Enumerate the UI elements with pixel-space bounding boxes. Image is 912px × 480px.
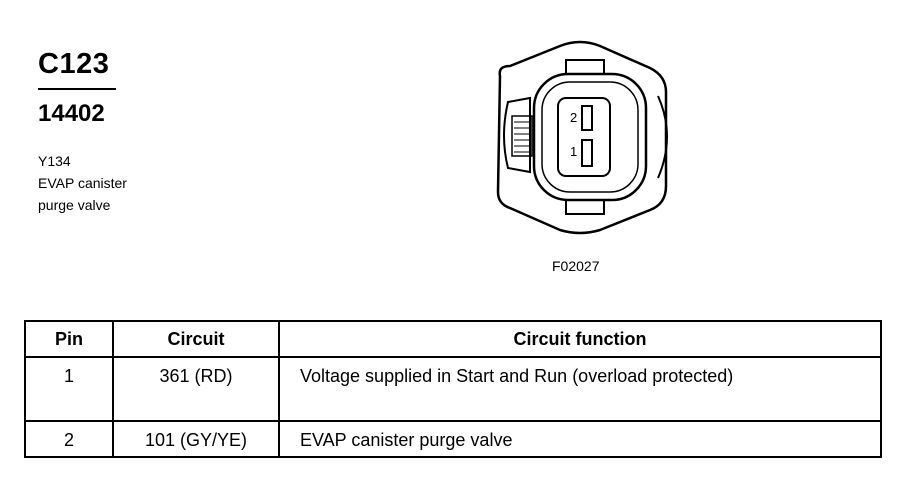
pin-1-label: 1 (570, 144, 577, 159)
description-line-1: Y134 (38, 153, 71, 169)
header-circuit: Circuit (112, 320, 280, 358)
cell-pin: 2 (24, 420, 114, 458)
housing-ridge (657, 95, 668, 179)
latch-tab (511, 115, 533, 157)
pin-2-terminal (581, 105, 593, 131)
figure-code: F02027 (552, 258, 600, 274)
header-circuit-function: Circuit function (278, 320, 882, 358)
description-line-3: purge valve (38, 197, 111, 213)
connector-face-diagram: 2 1 (496, 40, 668, 235)
housing-outline (496, 40, 668, 235)
connector-id-underline (38, 88, 116, 90)
part-number: 14402 (38, 100, 105, 127)
connector-id: C123 (38, 48, 110, 80)
cell-circuit: 101 (GY/YE) (112, 420, 280, 458)
header-pin: Pin (24, 320, 114, 358)
description-line-2: EVAP canister (38, 175, 127, 191)
inner-shroud (532, 72, 648, 202)
inner-shroud-lip (541, 81, 639, 193)
pin-1-terminal (581, 139, 593, 167)
table-row: 2 101 (GY/YE) EVAP canister purge valve (24, 420, 882, 458)
pin-2-label: 2 (570, 110, 577, 125)
cell-function: EVAP canister purge valve (278, 420, 882, 458)
cell-function: Voltage supplied in Start and Run (overl… (278, 356, 882, 422)
table-header-row: Pin Circuit Circuit function (24, 320, 882, 358)
pin-table: Pin Circuit Circuit function 1 361 (RD) … (24, 320, 882, 458)
cell-pin: 1 (24, 356, 114, 422)
cell-circuit: 361 (RD) (112, 356, 280, 422)
bottom-key (565, 200, 605, 215)
table-row: 1 361 (RD) Voltage supplied in Start and… (24, 356, 882, 422)
top-key (565, 59, 605, 74)
latch (503, 96, 531, 174)
pin-cavity-block (557, 97, 611, 177)
